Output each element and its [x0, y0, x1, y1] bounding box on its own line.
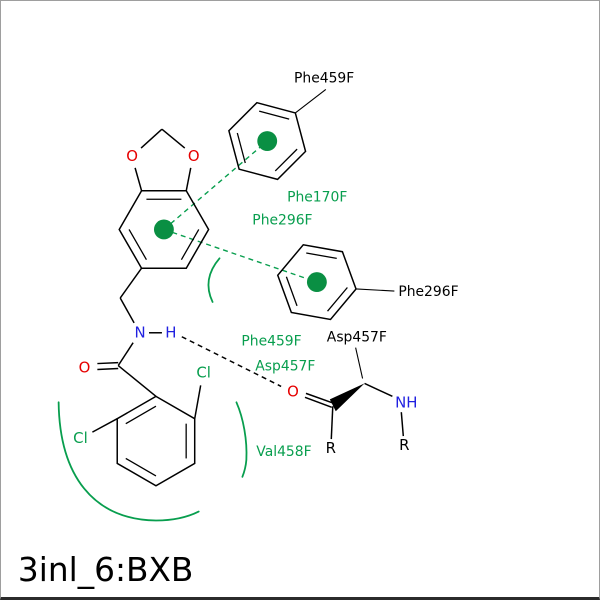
atom-label-o-amide: O [79, 359, 91, 377]
bond-o-left-ch2 [140, 128, 163, 149]
hydrophobic-arc-middle [207, 257, 221, 303]
asp457f-fragment [304, 347, 405, 440]
bond-ch2-n [119, 297, 135, 324]
asp457f-label-connector [355, 347, 364, 379]
bond-asp-c-o-double-1 [305, 392, 335, 405]
aromatic-centroid-phe296f [306, 272, 327, 293]
bond-ring-o-right [185, 167, 192, 191]
hydrophobic-arc-val458f-left [57, 401, 200, 522]
atom-label-nh-asp: NH [395, 393, 417, 411]
stereo-wedge-bond [329, 383, 365, 412]
bond-n-carbonyl [117, 342, 134, 366]
aromatic-centroid-ligand [153, 219, 174, 240]
bond-asp-c-o-double-2 [304, 396, 333, 408]
atom-label-o-dioxole-left: O [126, 147, 138, 165]
atom-label-o-asp: O [287, 382, 299, 400]
bond-asp-c-r [330, 406, 334, 440]
residue-label-phe296f-green: Phe296F [252, 212, 312, 228]
bond-nh-r [400, 412, 405, 437]
bond-cl-right [193, 385, 202, 419]
residue-label-val458f-green: Val458F [256, 444, 311, 460]
atom-label-r-backbone: R [326, 439, 336, 457]
residue-label-phe296f-black: Phe296F [398, 284, 458, 300]
atom-label-r-sidechain: R [399, 436, 409, 454]
ligand-amide-linker [97, 267, 162, 397]
ligand-dichlorophenyl-ring [92, 385, 202, 487]
pi-pi-interaction-line-right [163, 228, 318, 283]
bond-ring-o-left [134, 167, 143, 191]
residue-label-phe459f-black: Phe459F [294, 70, 354, 86]
hydrophobic-arc-val458f-right [235, 401, 248, 478]
phe459f-label-connector [294, 88, 327, 114]
hydrogen-bond-dashed-line [181, 336, 282, 388]
phe296f-label-connector [355, 288, 395, 292]
residue-label-phe459f-green: Phe459F [241, 334, 301, 350]
residue-label-phe170f-green: Phe170F [287, 190, 347, 206]
atom-label-cl-right: Cl [196, 363, 211, 381]
phe296f-phenyl-ring [276, 243, 395, 321]
bond-ring-ch2 [119, 267, 143, 299]
residue-label-asp457f-black: Asp457F [327, 330, 387, 346]
bond-ca-nh [364, 382, 393, 398]
bond-carbonyl-aryl [117, 364, 157, 397]
bond-o-right-ch2 [161, 128, 186, 149]
atom-label-n-amide: N [135, 324, 146, 342]
diagram-title: 3inl_6:BXB [18, 551, 194, 589]
aromatic-centroid-phe459f [257, 131, 278, 151]
bond-c-o-double-2 [97, 367, 119, 371]
bond-cl-left [92, 418, 118, 433]
atom-label-o-dioxole-right: O [188, 147, 200, 165]
atom-label-cl-left: Cl [73, 429, 88, 447]
ligand-benzodioxole-ring [118, 128, 210, 269]
bond-c-o-double-1 [97, 361, 119, 365]
residue-label-asp457f-green: Asp457F [255, 359, 315, 375]
phe459f-phenyl-ring [228, 88, 327, 181]
pi-pi-interaction-line-top [163, 140, 268, 230]
atom-label-h-amide: H [165, 324, 176, 342]
